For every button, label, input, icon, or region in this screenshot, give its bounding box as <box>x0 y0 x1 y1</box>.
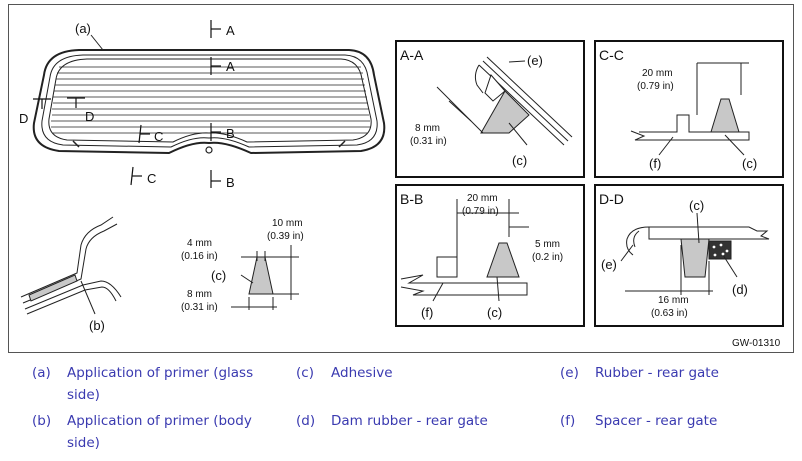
section-dd-d: (d) <box>732 282 748 297</box>
legend-text: Adhesive <box>331 365 393 381</box>
bead-label-c: (c) <box>211 268 226 283</box>
section-aa-title: A-A <box>400 47 424 63</box>
adhesive-bead-profile <box>231 245 299 310</box>
section-aa-dim-mm: 8 mm <box>415 123 440 134</box>
bead-width-mm: 8 mm <box>187 289 212 300</box>
legend-key: (b) <box>32 413 52 429</box>
section-aa-c: (c) <box>512 153 527 168</box>
section-label-b-bottom: B <box>226 175 235 190</box>
section-markers <box>33 20 221 188</box>
section-label-d: D <box>19 111 28 126</box>
section-aa-dim-in: (0.31 in) <box>410 136 447 147</box>
figure-panel: (a) A A B B C C D D (b) <box>8 4 794 353</box>
body-flange-detail <box>20 216 122 315</box>
section-bb-f: (f) <box>421 305 433 320</box>
section-aa-e: (e) <box>527 53 543 68</box>
section-cc-c: (c) <box>742 156 757 171</box>
legend-text: Application of primer (body side) <box>67 413 252 451</box>
section-cc-title: C-C <box>599 47 624 63</box>
bead-height-in: (0.39 in) <box>267 231 304 242</box>
section-dd-e: (e) <box>601 257 617 272</box>
legend-key: (d) <box>296 413 316 429</box>
section-dd-c: (c) <box>689 198 704 213</box>
section-bb-dim2-in: (0.2 in) <box>532 252 563 263</box>
figure-code: GW-01310 <box>732 338 781 349</box>
section-dd-panel <box>594 184 784 327</box>
section-label-a: A <box>226 59 235 74</box>
section-dd-dim-in: (0.63 in) <box>651 308 688 319</box>
legend-text: Rubber - rear gate <box>595 365 719 381</box>
section-bb-dim2-mm: 5 mm <box>535 239 560 250</box>
legend-text: Spacer - rear gate <box>595 413 718 429</box>
section-bb-title: B-B <box>400 191 423 207</box>
rear-window-view <box>32 34 386 155</box>
section-cc-f: (f) <box>649 156 661 171</box>
section-dd-title: D-D <box>599 191 624 207</box>
section-cc-panel <box>594 40 784 178</box>
section-label-c: C <box>154 129 163 144</box>
label-a: (a) <box>75 21 91 36</box>
section-label-b: B <box>226 126 235 141</box>
section-cc-dim-mm: 20 mm <box>642 68 673 79</box>
bead-height-mm: 10 mm <box>272 218 303 229</box>
bead-top-in: (0.16 in) <box>181 251 218 262</box>
section-label-d2: D <box>85 109 94 124</box>
legend: (a) Application of primer (glass side) (… <box>0 360 802 460</box>
bead-width-in: (0.31 in) <box>181 302 218 313</box>
section-aa-panel <box>395 40 585 178</box>
bead-top-mm: 4 mm <box>187 238 212 249</box>
section-label-c-bottom: C <box>147 171 156 186</box>
legend-key: (a) <box>32 365 51 381</box>
legend-key: (f) <box>560 413 576 429</box>
section-bb-dim1-in: (0.79 in) <box>462 206 499 217</box>
section-bb-panel <box>395 184 585 327</box>
legend-text: Application of primer (glass side) <box>67 365 254 403</box>
diagram-svg: (a) A A B B C C D D (b) <box>19 20 784 349</box>
label-b: (b) <box>89 318 105 333</box>
section-bb-dim1-mm: 20 mm <box>467 193 498 204</box>
legend-key: (c) <box>296 365 314 381</box>
section-label-a-top: A <box>226 23 235 38</box>
legend-text: Dam rubber - rear gate <box>331 413 488 429</box>
section-cc-dim-in: (0.79 in) <box>637 81 674 92</box>
section-bb-c: (c) <box>487 305 502 320</box>
section-dd-dim-mm: 16 mm <box>658 295 689 306</box>
legend-key: (e) <box>560 365 579 381</box>
